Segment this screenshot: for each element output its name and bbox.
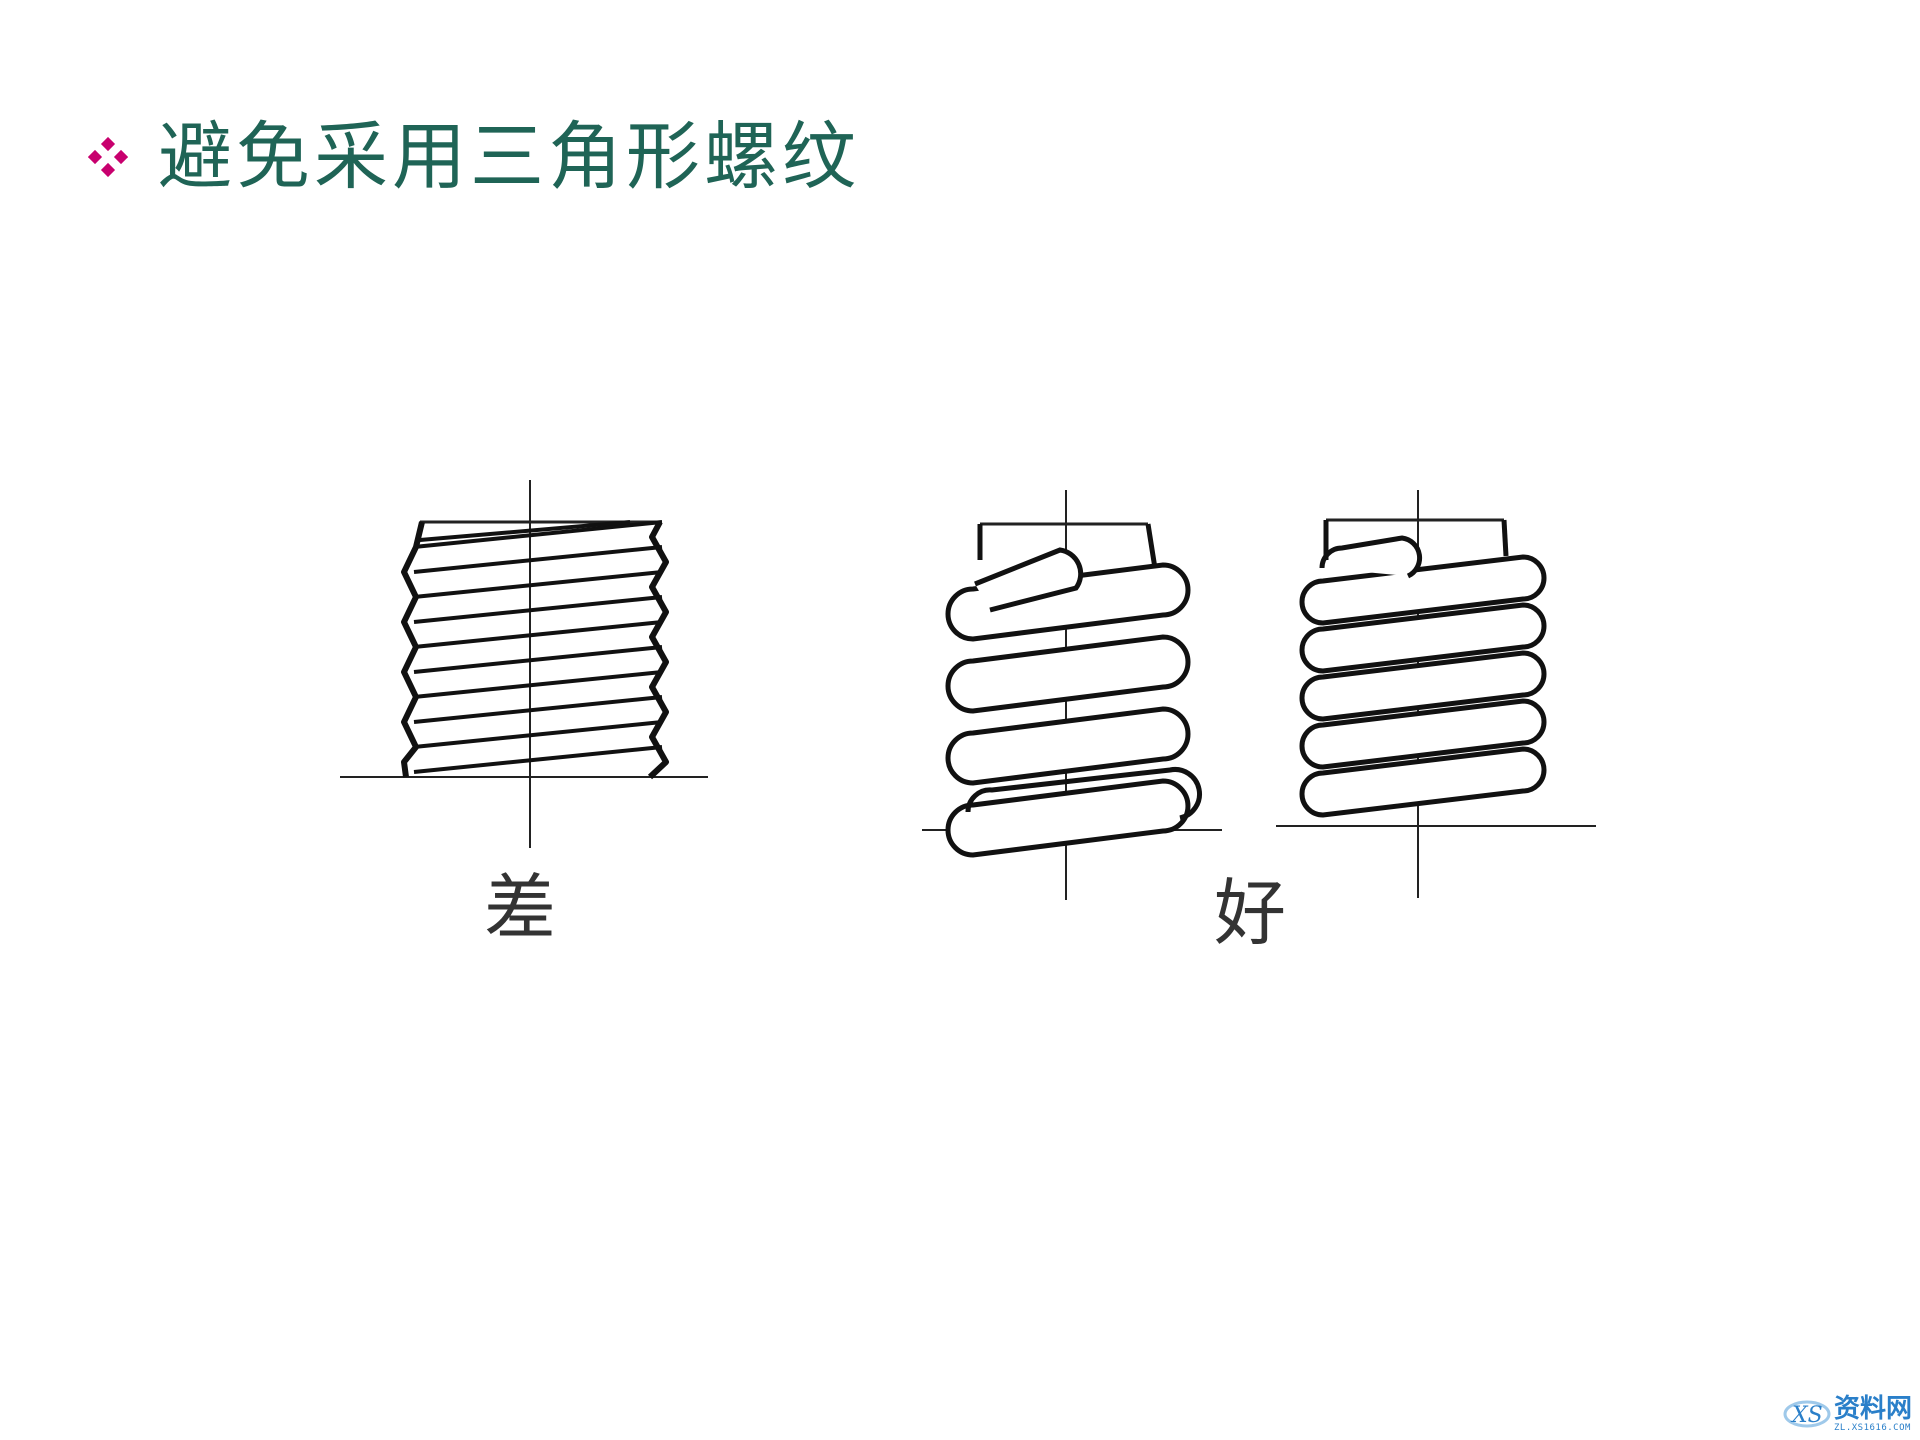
caption-good: 好 — [1214, 871, 1287, 955]
top-cap-right — [1501, 519, 1509, 557]
thread-coil — [945, 706, 1191, 786]
watermark: XS 资料网 ZL.XS1616.COM — [1782, 1395, 1912, 1433]
watermark-url: ZL.XS1616.COM — [1834, 1423, 1911, 1433]
round-thread-figure-1 — [922, 490, 1222, 900]
thread-helix-line — [413, 720, 663, 749]
thread-coil-top — [1319, 535, 1423, 579]
thread-helix-line — [413, 745, 663, 774]
four-diamond-bullet-icon — [88, 137, 128, 177]
thread-profile-left — [401, 521, 425, 778]
thread-helix-line — [413, 695, 663, 724]
title-row: 避免采用三角形螺纹 — [88, 112, 860, 202]
thread-helix-line — [413, 595, 663, 624]
triangular-thread-figure — [340, 480, 708, 848]
thread-helix-line — [413, 670, 663, 699]
thread-coil — [1299, 650, 1547, 722]
thread-profile-right — [647, 520, 669, 780]
thread-coil-bottom — [965, 767, 1202, 821]
thread-coil — [1299, 554, 1547, 626]
round-thread-figure-2 — [1276, 490, 1596, 898]
thread-coil — [1299, 746, 1547, 818]
xs-logo-icon: XS — [1783, 1400, 1831, 1428]
thread-helix-lines — [413, 520, 663, 774]
watermark-name: 资料网 — [1834, 1394, 1913, 1424]
thread-coil — [945, 562, 1191, 642]
thread-helix-line — [419, 520, 631, 542]
thread-helix-line — [413, 545, 663, 574]
thread-coil — [1299, 698, 1547, 770]
thread-coil — [945, 778, 1191, 858]
round-thread-coils — [945, 547, 1202, 858]
thread-coil — [1299, 602, 1547, 674]
caption-bad: 差 — [484, 866, 557, 950]
thread-helix-line — [413, 520, 663, 549]
thread-helix-line — [413, 645, 663, 674]
thread-coil-top — [974, 547, 1084, 613]
round-thread-coils — [1299, 519, 1547, 818]
thread-coil — [945, 634, 1191, 714]
svg-text:XS: XS — [1790, 1403, 1823, 1428]
slide-title: 避免采用三角形螺纹 — [158, 114, 860, 200]
thread-helix-line — [413, 570, 663, 599]
thread-helix-line — [413, 620, 663, 649]
